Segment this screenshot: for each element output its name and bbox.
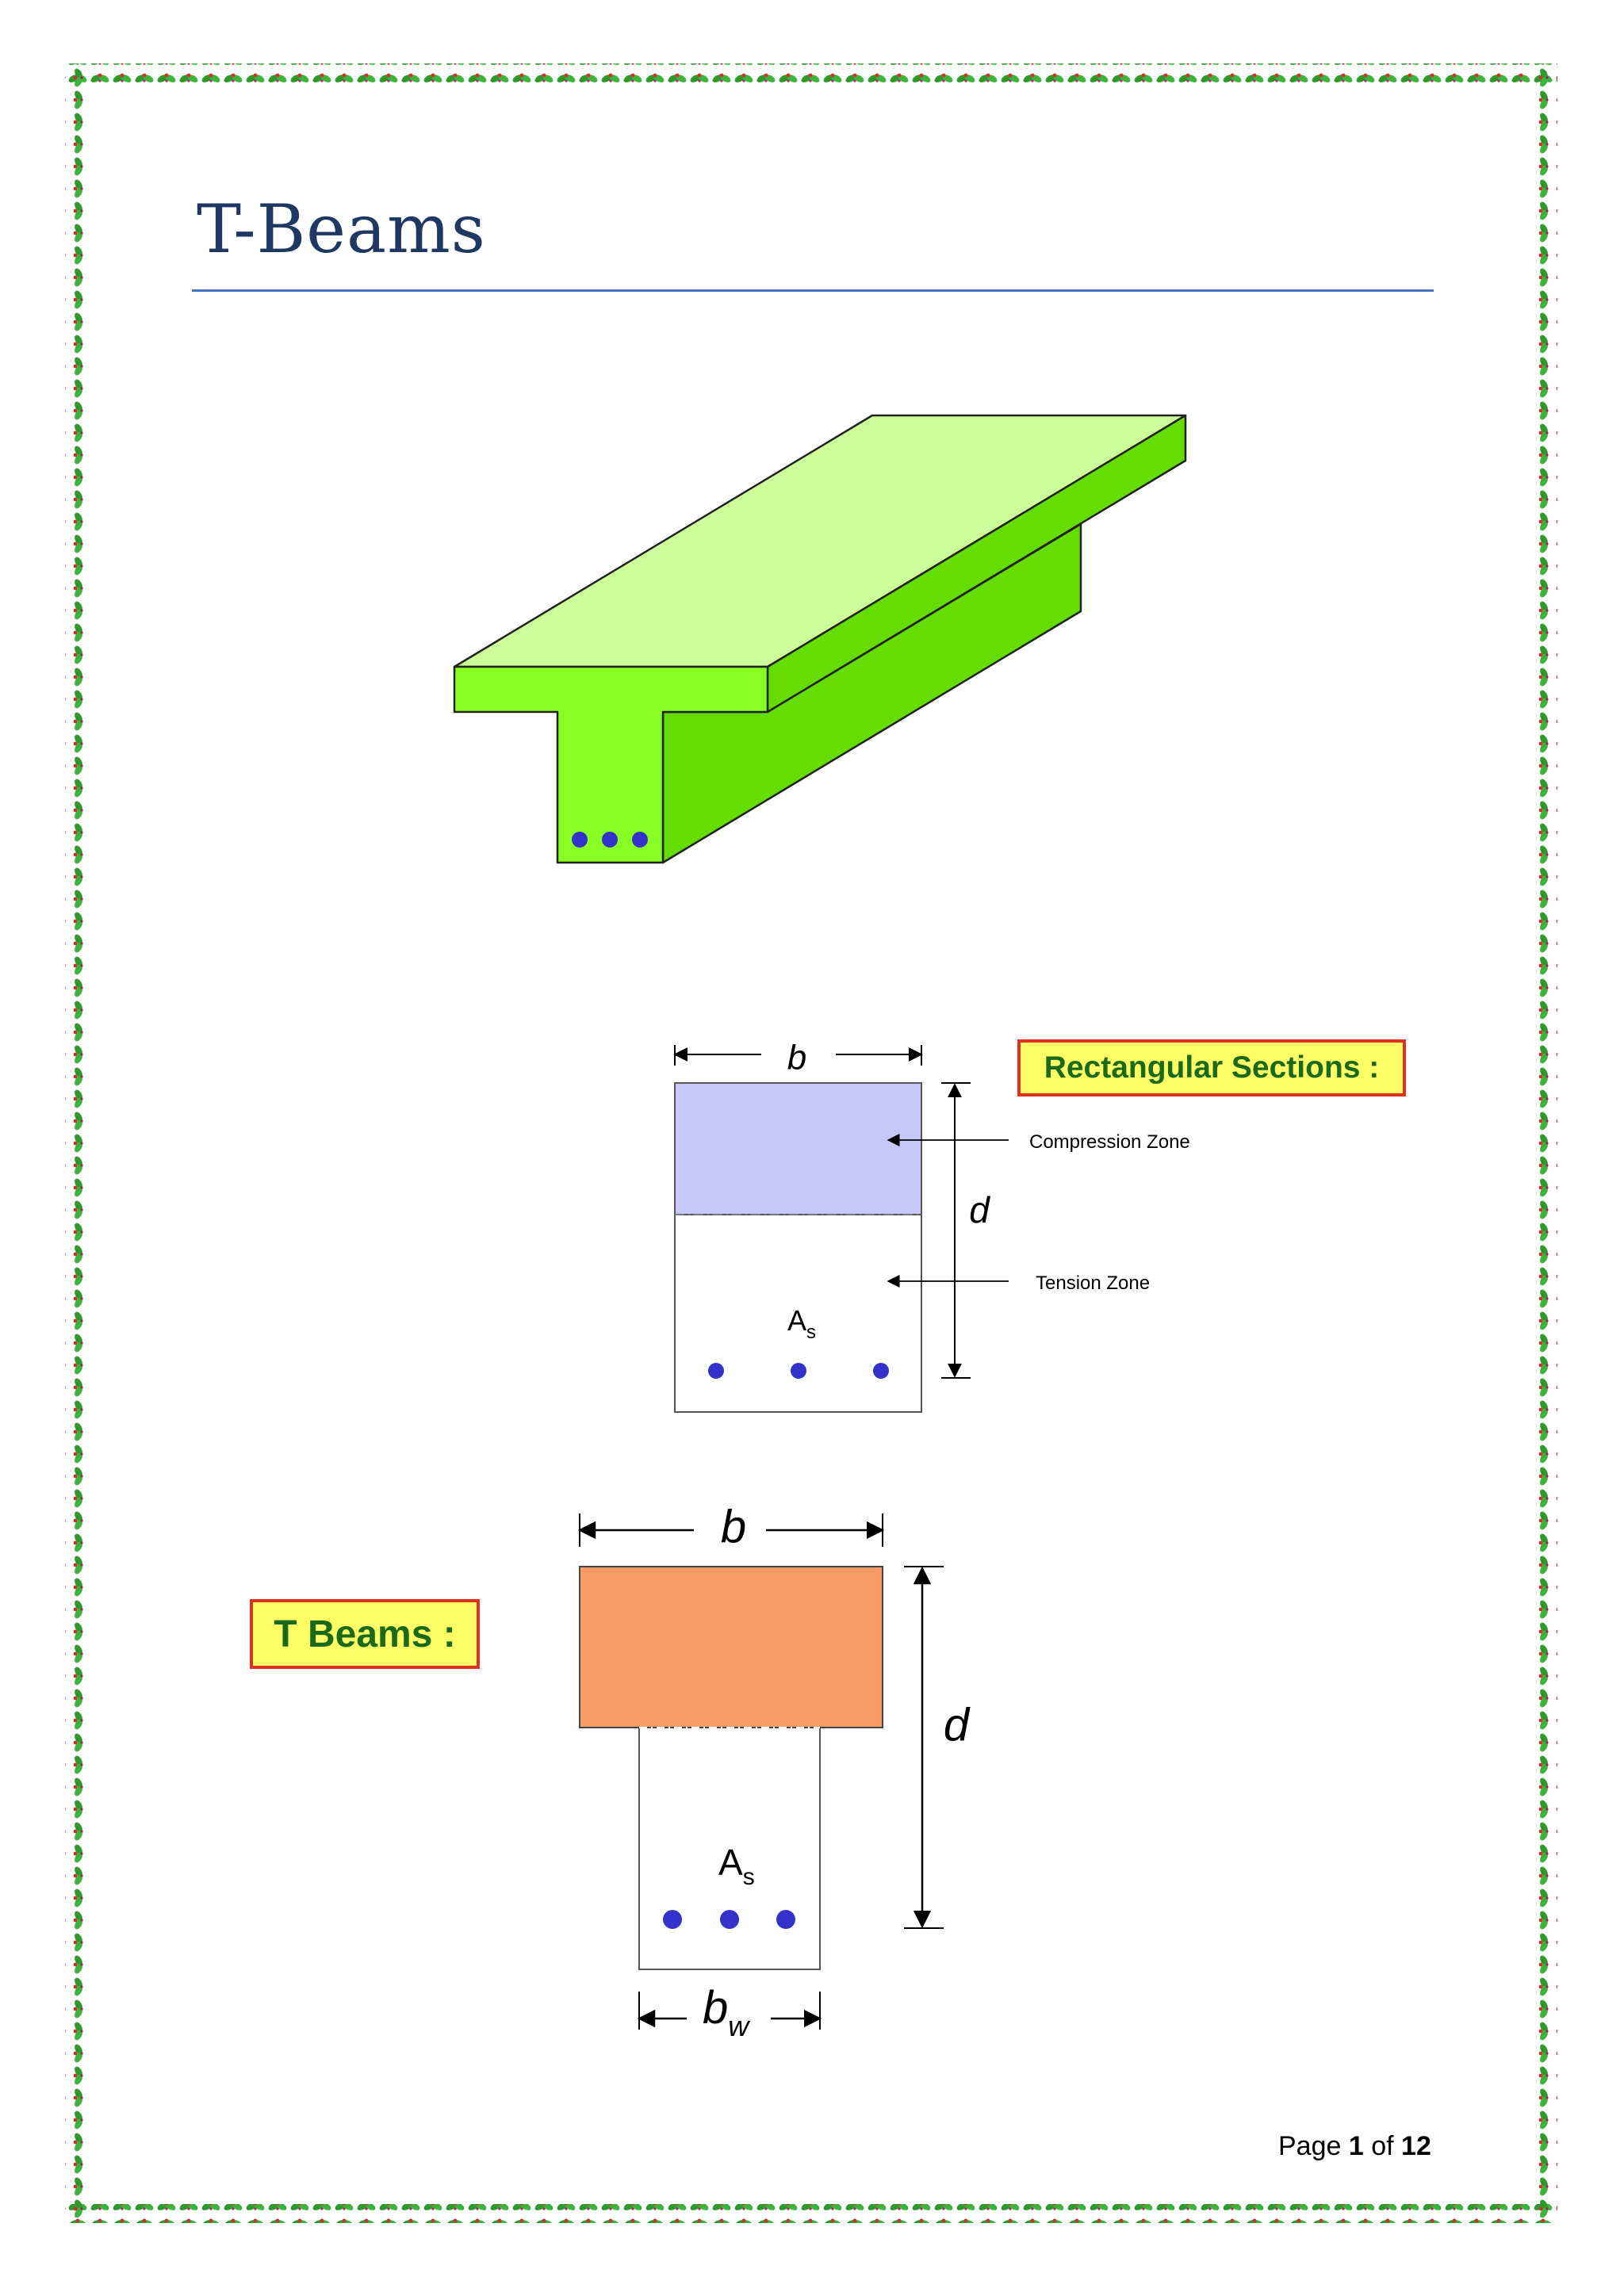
t-beams-label: T Beams : bbox=[250, 1599, 480, 1669]
rect-steel-area-label: As bbox=[787, 1304, 816, 1343]
compression-zone-fill bbox=[674, 1082, 922, 1215]
rect-width-label: b bbox=[787, 1039, 806, 1077]
rebar-dot bbox=[663, 1910, 682, 1929]
compression-zone-label: Compression Zone bbox=[1029, 1131, 1190, 1153]
rebar-dot bbox=[873, 1363, 889, 1379]
tbeam-web-outline bbox=[638, 1727, 821, 1970]
t-section-front-face bbox=[453, 665, 769, 864]
tension-zone-label: Tension Zone bbox=[1036, 1272, 1150, 1294]
rectangular-sections-label: Rectangular Sections : bbox=[1017, 1039, 1406, 1096]
rebar-dot bbox=[720, 1910, 739, 1929]
page-number-footer: Page 1 of 12 bbox=[1278, 2131, 1431, 2162]
of-word: of bbox=[1371, 2131, 1394, 2161]
total-page-count: 12 bbox=[1401, 2131, 1431, 2161]
t-beam-3d-illustration bbox=[453, 414, 1187, 864]
t-beam-section-diagram: b d As bw bbox=[577, 1501, 971, 2042]
rebar-dot bbox=[776, 1910, 795, 1929]
tbeam-flange bbox=[579, 1566, 883, 1728]
rebar-dot bbox=[791, 1363, 806, 1379]
tbeam-depth-label: d bbox=[944, 1699, 971, 1751]
tbeam-web-width-label: bw bbox=[703, 1982, 750, 2042]
rebar-dot bbox=[708, 1363, 724, 1379]
current-page-number: 1 bbox=[1348, 2131, 1364, 2161]
rebar-dot bbox=[572, 832, 588, 848]
tbeam-steel-area-label: As bbox=[718, 1842, 755, 1890]
page-title: T-Beams bbox=[197, 190, 486, 268]
rebar-dot bbox=[632, 832, 648, 848]
rect-depth-label: d bbox=[969, 1189, 990, 1230]
rebar-dot bbox=[602, 832, 618, 848]
title-divider bbox=[192, 289, 1434, 292]
page-word: Page bbox=[1278, 2131, 1342, 2161]
tbeam-width-label: b bbox=[721, 1501, 746, 1552]
rectangular-section-diagram: b d Compression Zone Tension Zone As bbox=[673, 1039, 1190, 1413]
